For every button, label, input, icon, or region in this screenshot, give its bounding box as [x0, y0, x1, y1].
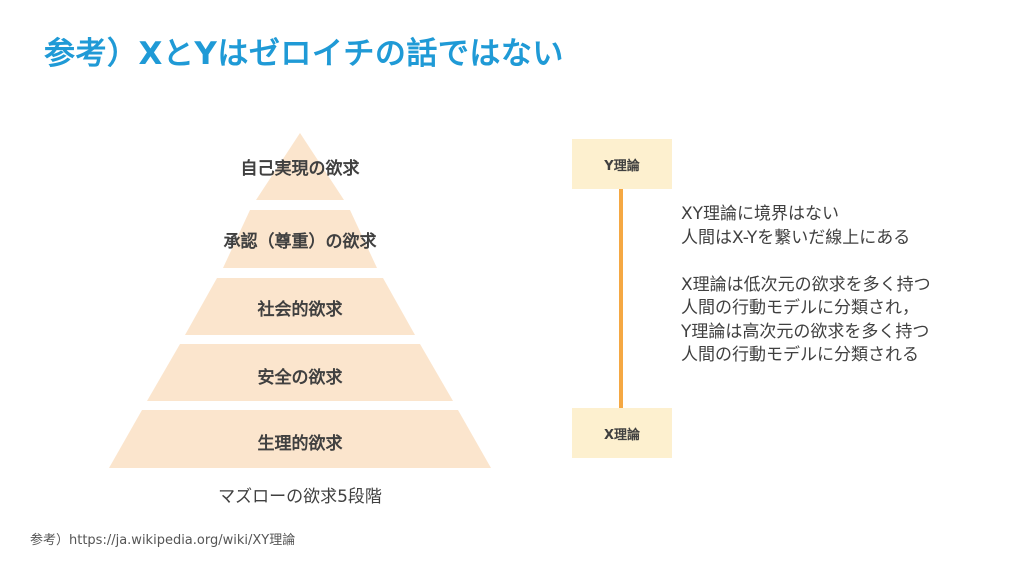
pyramid-tier-2 — [223, 210, 377, 268]
description-line: 人間の行動モデルに分類され， — [681, 298, 919, 318]
pyramid-tier-3 — [185, 278, 415, 335]
x-theory-box: X理論 — [572, 408, 672, 458]
tier-label-safety: 安全の欲求 — [257, 368, 343, 388]
pyramid-tier-5 — [109, 410, 491, 468]
description-line: Y理論は高次元の欲求を多く持つ — [681, 321, 930, 342]
pyramid-tier-1 — [256, 133, 344, 200]
description-line: 人間はX-Yを繋いだ線上にある — [681, 227, 911, 248]
description-line: XY理論に境界はない — [681, 204, 840, 224]
page-title: 参考）XとYはゼロイチの話ではない — [44, 36, 564, 72]
reference-footer: 参考）https://ja.wikipedia.org/wiki/XY理論 — [30, 533, 296, 548]
description-spacer — [681, 250, 931, 274]
tier-label-esteem: 承認（尊重）の欲求 — [223, 232, 377, 252]
tier-label-self-actualization: 自己実現の欲求 — [240, 159, 360, 179]
description-line: X理論は低次元の欲求を多く持つ — [681, 274, 931, 295]
tier-label-physiological: 生理的欲求 — [257, 434, 343, 454]
xy-connector-line — [619, 189, 623, 408]
description-text: XY理論に境界はない 人間はX-Yを繋いだ線上にある X理論は低次元の欲求を多く… — [681, 203, 931, 368]
tier-label-social: 社会的欲求 — [257, 300, 343, 320]
y-theory-box: Y理論 — [572, 139, 672, 189]
pyramid-tier-4 — [147, 344, 453, 401]
description-line: 人間の行動モデルに分類される — [681, 345, 919, 365]
pyramid-caption: マズローの欲求5段階 — [218, 487, 382, 507]
